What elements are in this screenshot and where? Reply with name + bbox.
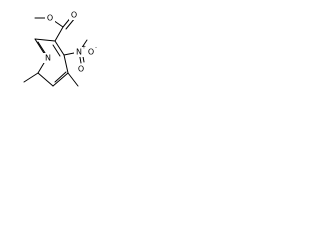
- atom-labels: O O N N + O - O: [45, 11, 97, 74]
- ester-o-mask: [45, 13, 55, 23]
- bond-c4-c3: [63, 54, 69, 74]
- bond-c3-c2: [54, 40, 65, 56]
- bond-c2-ring: [34, 38, 56, 42]
- carbonyl-o-mask: [69, 10, 79, 20]
- bond-c4-methyl: [67, 72, 79, 87]
- atom-charge-nitro-oxygen: -: [95, 45, 97, 51]
- atom-label-nitro-oxygen-right: O: [88, 48, 94, 57]
- nitro-n-mask: [74, 47, 84, 57]
- nitro-o-right-mask: [86, 47, 96, 57]
- atom-label-nitro-nitrogen: N: [76, 48, 82, 57]
- bond-c5-c4-inner: [54, 71, 67, 83]
- bond-c6-c5: [37, 72, 54, 87]
- bond-c2-carbonyl: [54, 26, 64, 42]
- chemical-structure-diagram: O O N N + O - O: [23, 10, 97, 87]
- atom-masks: [43, 10, 96, 74]
- atom-label-nitro-oxygen-down: O: [78, 65, 84, 74]
- nitro-o-down-mask: [76, 64, 86, 74]
- bond-c5-c4: [52, 72, 69, 87]
- bond-c6-methyl: [23, 72, 39, 83]
- atom-label-ester-oxygen: O: [47, 14, 53, 23]
- ring-n-mask: [43, 53, 53, 63]
- atom-label-carbonyl-oxygen: O: [71, 11, 77, 20]
- atom-charge-nitro-nitrogen: +: [82, 45, 86, 51]
- atom-label-ring-nitrogen: N: [45, 54, 51, 63]
- bond-c3-c2-inner: [52, 44, 61, 57]
